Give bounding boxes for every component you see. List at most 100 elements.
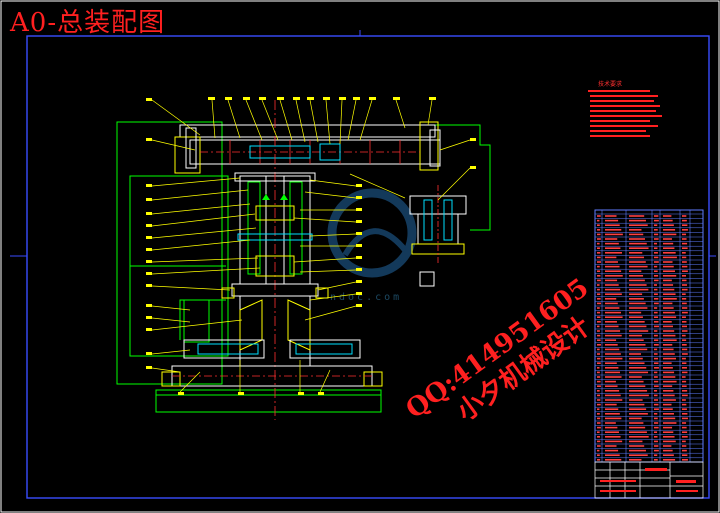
table-cell-text [663, 417, 676, 420]
watermark-logo: ndoc.com [327, 188, 417, 303]
table-cell-text [682, 247, 688, 249]
leader-lines-left [151, 99, 261, 373]
table-cell-text [597, 390, 600, 392]
table-cell-text [605, 325, 619, 328]
table-cell-text [629, 265, 648, 268]
table-cell-text [654, 256, 659, 259]
table-cell-text [654, 353, 658, 355]
table-cell-text [597, 325, 600, 328]
table-cell-text [682, 242, 688, 245]
table-cell-text [654, 298, 659, 300]
table-cell-text [597, 293, 601, 295]
table-cell-text [663, 385, 673, 387]
table-cell-text [682, 376, 686, 378]
table-cell-text [629, 288, 649, 291]
table-cell-text [597, 284, 600, 286]
table-cell-text [682, 229, 688, 231]
table-cell-text [682, 426, 687, 429]
table-cell-text [629, 344, 646, 346]
table-cell-text [663, 440, 676, 443]
table-cell-text [663, 252, 676, 254]
table-cell-text [605, 334, 622, 337]
table-cell-text [597, 408, 600, 410]
table-cell-text [682, 367, 687, 369]
table-cell-text [605, 279, 618, 282]
table-cell-text [654, 311, 658, 314]
table-cell-text [663, 270, 675, 272]
table-cell-text [663, 215, 672, 217]
table-cell-text [654, 445, 659, 447]
table-cell-text [597, 311, 601, 314]
table-cell-text [663, 307, 674, 309]
table-cell-text [682, 408, 687, 410]
table-cell-text [654, 385, 659, 387]
table-cell-text [629, 353, 641, 355]
top-arm [174, 121, 441, 174]
table-cell-text [663, 426, 673, 429]
base-assembly [161, 295, 383, 387]
table-cell-text [663, 316, 677, 318]
table-cell-text [654, 279, 659, 282]
table-cell-text [654, 362, 659, 364]
table-cell-text [597, 330, 600, 332]
table-cell-text [654, 293, 658, 295]
table-cell-text [663, 238, 672, 240]
table-cell-text [629, 376, 642, 378]
table-cell-text [629, 413, 648, 415]
table-cell-text [629, 380, 644, 383]
table-cell-text [682, 413, 688, 415]
table-cell-text [605, 229, 622, 231]
table-cell-text [597, 334, 601, 337]
table-cell-text [605, 394, 621, 397]
table-cell-text [654, 390, 658, 392]
table-cell-text [629, 440, 643, 443]
table-cell-text [629, 321, 645, 323]
table-cell-text [605, 385, 618, 387]
table-cell-text [682, 330, 688, 332]
vertical-column [221, 100, 329, 420]
table-cell-text [629, 252, 643, 254]
table-cell-text [605, 445, 617, 447]
table-cell-text [654, 229, 658, 231]
table-cell-text [629, 256, 645, 259]
table-cell-text [682, 362, 687, 364]
table-cell-text [597, 270, 601, 272]
table-cell-text [663, 408, 673, 410]
table-cell-text [682, 316, 686, 318]
table-cell-text [682, 307, 688, 309]
table-cell-text [654, 321, 659, 323]
table-cell-text [597, 440, 601, 443]
table-cell-text [605, 459, 622, 461]
table-cell-text [654, 270, 658, 272]
table-cell-text [682, 449, 687, 452]
technical-notes: 技术要求 [588, 80, 662, 137]
table-cell-text [682, 353, 688, 355]
table-cell-text [682, 436, 688, 438]
drawing-frame [26, 35, 710, 499]
table-cell-text [629, 362, 645, 364]
table-cell-text [654, 422, 659, 424]
table-cell-text [629, 302, 646, 305]
table-cell-text [629, 298, 644, 300]
table-cell-text [682, 270, 688, 272]
table-cell-text [663, 256, 677, 259]
table-cell-text [663, 362, 672, 364]
table-cell-text [597, 417, 601, 420]
table-cell-text [629, 339, 644, 341]
table-cell-text [682, 275, 686, 277]
table-cell-text [629, 316, 643, 318]
table-cell-text [629, 311, 642, 314]
table-cell-text [605, 224, 620, 226]
table-cell-text [597, 247, 600, 249]
table-cell-text [654, 316, 659, 318]
table-cell-text [654, 265, 658, 268]
table-cell-text [629, 394, 649, 397]
table-cell-text [654, 436, 658, 438]
table-cell-text [597, 362, 601, 364]
table-cell-text [682, 325, 687, 328]
table-cell-text [663, 454, 674, 456]
table-cell-text [629, 408, 647, 410]
table-cell-text [605, 376, 622, 378]
table-cell-text [663, 330, 675, 332]
table-cell-text [663, 261, 673, 263]
